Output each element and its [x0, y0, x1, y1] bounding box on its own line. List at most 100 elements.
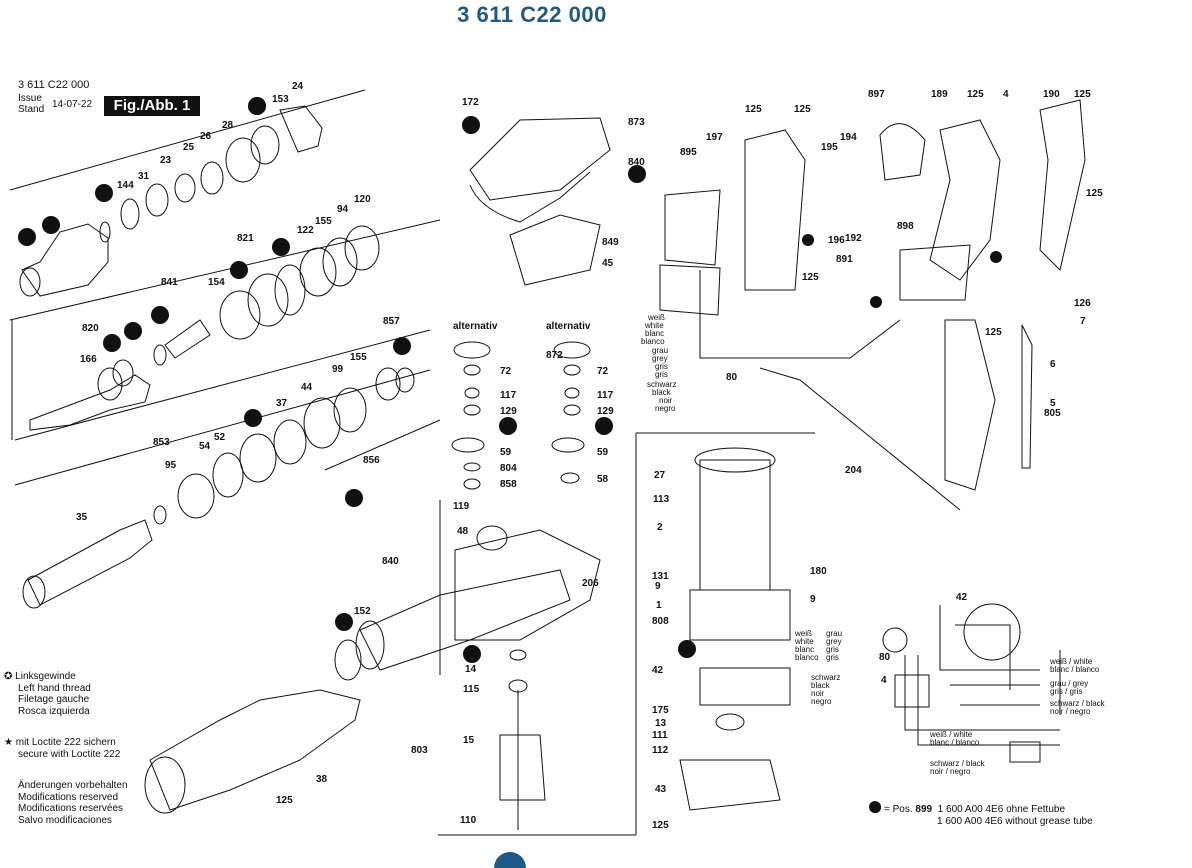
- svg-text:171: 171: [596, 421, 613, 432]
- note-line: Änderungen vorbehalten: [18, 780, 128, 791]
- grease-line: 1 600 A00 4E6 ohne Fettube: [937, 804, 1066, 815]
- part-number-label: 897: [868, 89, 885, 100]
- legend-line: Linksgewinde: [15, 671, 76, 682]
- alternativ-label-left: alternativ: [453, 321, 498, 332]
- issue-label: Issue: [18, 93, 42, 104]
- part-number-label: 821: [237, 233, 254, 244]
- issue-date: 14-07-22: [52, 99, 93, 110]
- part-number-label: 15: [463, 735, 475, 746]
- part-number-label: 23: [160, 155, 172, 166]
- part-number-label: 131: [652, 571, 669, 582]
- part-number-label: 125: [745, 104, 762, 115]
- svg-text:white: white: [794, 637, 814, 646]
- part-number-label: 152: [354, 606, 371, 617]
- legend-line: Filetage gauche: [18, 694, 90, 705]
- svg-text:blanco: blanco: [641, 337, 665, 346]
- svg-text:142: 142: [464, 649, 480, 660]
- part-number-label: 52: [214, 432, 226, 443]
- svg-text:gris: gris: [826, 653, 839, 662]
- svg-text:168: 168: [249, 101, 265, 112]
- svg-text:negro: negro: [655, 404, 676, 413]
- part-number-label: 195: [821, 142, 838, 153]
- left-thread-legend: ✪ Linksgewinde Left hand thread Filetage…: [4, 671, 91, 717]
- part-number-label: 125: [985, 327, 1002, 338]
- part-number-label: 95: [165, 460, 177, 471]
- svg-text:162: 162: [346, 493, 362, 504]
- part-number-label: 26: [200, 131, 212, 142]
- part-number-label: 42: [956, 592, 968, 603]
- part-number-label: 125: [1086, 188, 1103, 199]
- svg-text:138: 138: [629, 169, 645, 180]
- part-number-label: 873: [628, 117, 645, 128]
- svg-text:noir: noir: [811, 689, 825, 698]
- svg-text:143: 143: [96, 188, 112, 199]
- part-number-label: 117: [500, 390, 517, 401]
- svg-text:schwarz / black: schwarz / black: [930, 759, 986, 768]
- part-number-label: 803: [411, 745, 428, 756]
- part-number-label: 35: [76, 512, 88, 523]
- part-number-label: 28: [222, 120, 234, 131]
- part-number-label: 196: [828, 235, 845, 246]
- svg-text:21: 21: [22, 232, 33, 243]
- part-number-label: 194: [840, 132, 857, 143]
- part-number-label: 58: [597, 474, 609, 485]
- part-number-label: 9: [810, 594, 816, 605]
- part-number-label: 72: [597, 366, 609, 377]
- part-number-label: 94: [337, 204, 349, 215]
- part-number-label: 115: [463, 684, 480, 695]
- legend-line: mit Loctite 222 sichern: [15, 737, 116, 748]
- svg-text:schwarz: schwarz: [811, 673, 840, 682]
- svg-text:157: 157: [125, 326, 141, 337]
- wire-labels-schematic: weiß / white blanc / blanco grau / grey …: [929, 657, 1106, 776]
- part-number-label: 180: [810, 566, 827, 577]
- svg-text:blanco: blanco: [795, 653, 819, 662]
- svg-text:gris: gris: [655, 362, 668, 371]
- svg-text:schwarz / black: schwarz / black: [1050, 699, 1106, 708]
- svg-text:171: 171: [500, 421, 517, 432]
- part-number-label: 154: [208, 277, 225, 288]
- part-number-label: 54: [199, 441, 211, 452]
- part-number-label: 808: [652, 616, 669, 627]
- svg-text:grey: grey: [826, 637, 842, 646]
- svg-text:white: white: [644, 321, 664, 330]
- part-number-label: 80: [879, 652, 891, 663]
- svg-text:grau: grau: [652, 346, 668, 355]
- svg-text:162: 162: [394, 341, 410, 352]
- svg-text:weiß / white: weiß / white: [1049, 657, 1093, 666]
- left-thread-icon: ✪: [4, 671, 13, 682]
- part-number-label: 175: [652, 705, 669, 716]
- wire-labels-motor: weiß white blanc blanco grau grey gris g…: [794, 629, 842, 706]
- part-number-label: 144: [117, 180, 134, 191]
- part-number-label: 59: [500, 447, 512, 458]
- part-number-label: 59: [597, 447, 609, 458]
- svg-text:gris: gris: [826, 645, 839, 654]
- note-line: Salvo modificaciones: [18, 814, 112, 826]
- part-number-label: 189: [931, 89, 948, 100]
- part-number-label: 48: [457, 526, 469, 537]
- svg-text:black: black: [652, 388, 672, 397]
- part-number-label: 192: [845, 233, 862, 244]
- svg-text:blanc: blanc: [795, 645, 814, 654]
- part-number-label: 857: [383, 316, 400, 327]
- svg-text:165: 165: [152, 310, 169, 321]
- svg-text:grau: grau: [826, 629, 842, 638]
- svg-text:blanc / blanco: blanc / blanco: [930, 738, 980, 747]
- part-number-label: 1: [656, 600, 662, 611]
- part-number-label: 25: [183, 142, 195, 153]
- part-number-label: 7: [1080, 316, 1086, 327]
- part-number-label: 42: [652, 665, 664, 676]
- part-number-label: 898: [897, 221, 914, 232]
- part-number-label: 895: [680, 147, 697, 158]
- part-number-label: 125: [802, 272, 819, 283]
- part-number-label: 125: [652, 820, 669, 831]
- part-number-label: 113: [653, 494, 670, 505]
- part-number-label: 122: [297, 225, 314, 236]
- note-line: Modifications reservées: [18, 803, 124, 814]
- part-number-label: 125: [276, 795, 293, 806]
- wire-labels-handle: weiß white blanc blanco grau grey gris g…: [641, 313, 676, 413]
- part-number-label: 840: [628, 157, 645, 168]
- pos-label: = Pos.: [884, 804, 913, 815]
- star-icon: ★: [4, 737, 13, 748]
- part-number-label: 129: [597, 406, 614, 417]
- drawing-number: 3 611 C22 000: [18, 79, 90, 91]
